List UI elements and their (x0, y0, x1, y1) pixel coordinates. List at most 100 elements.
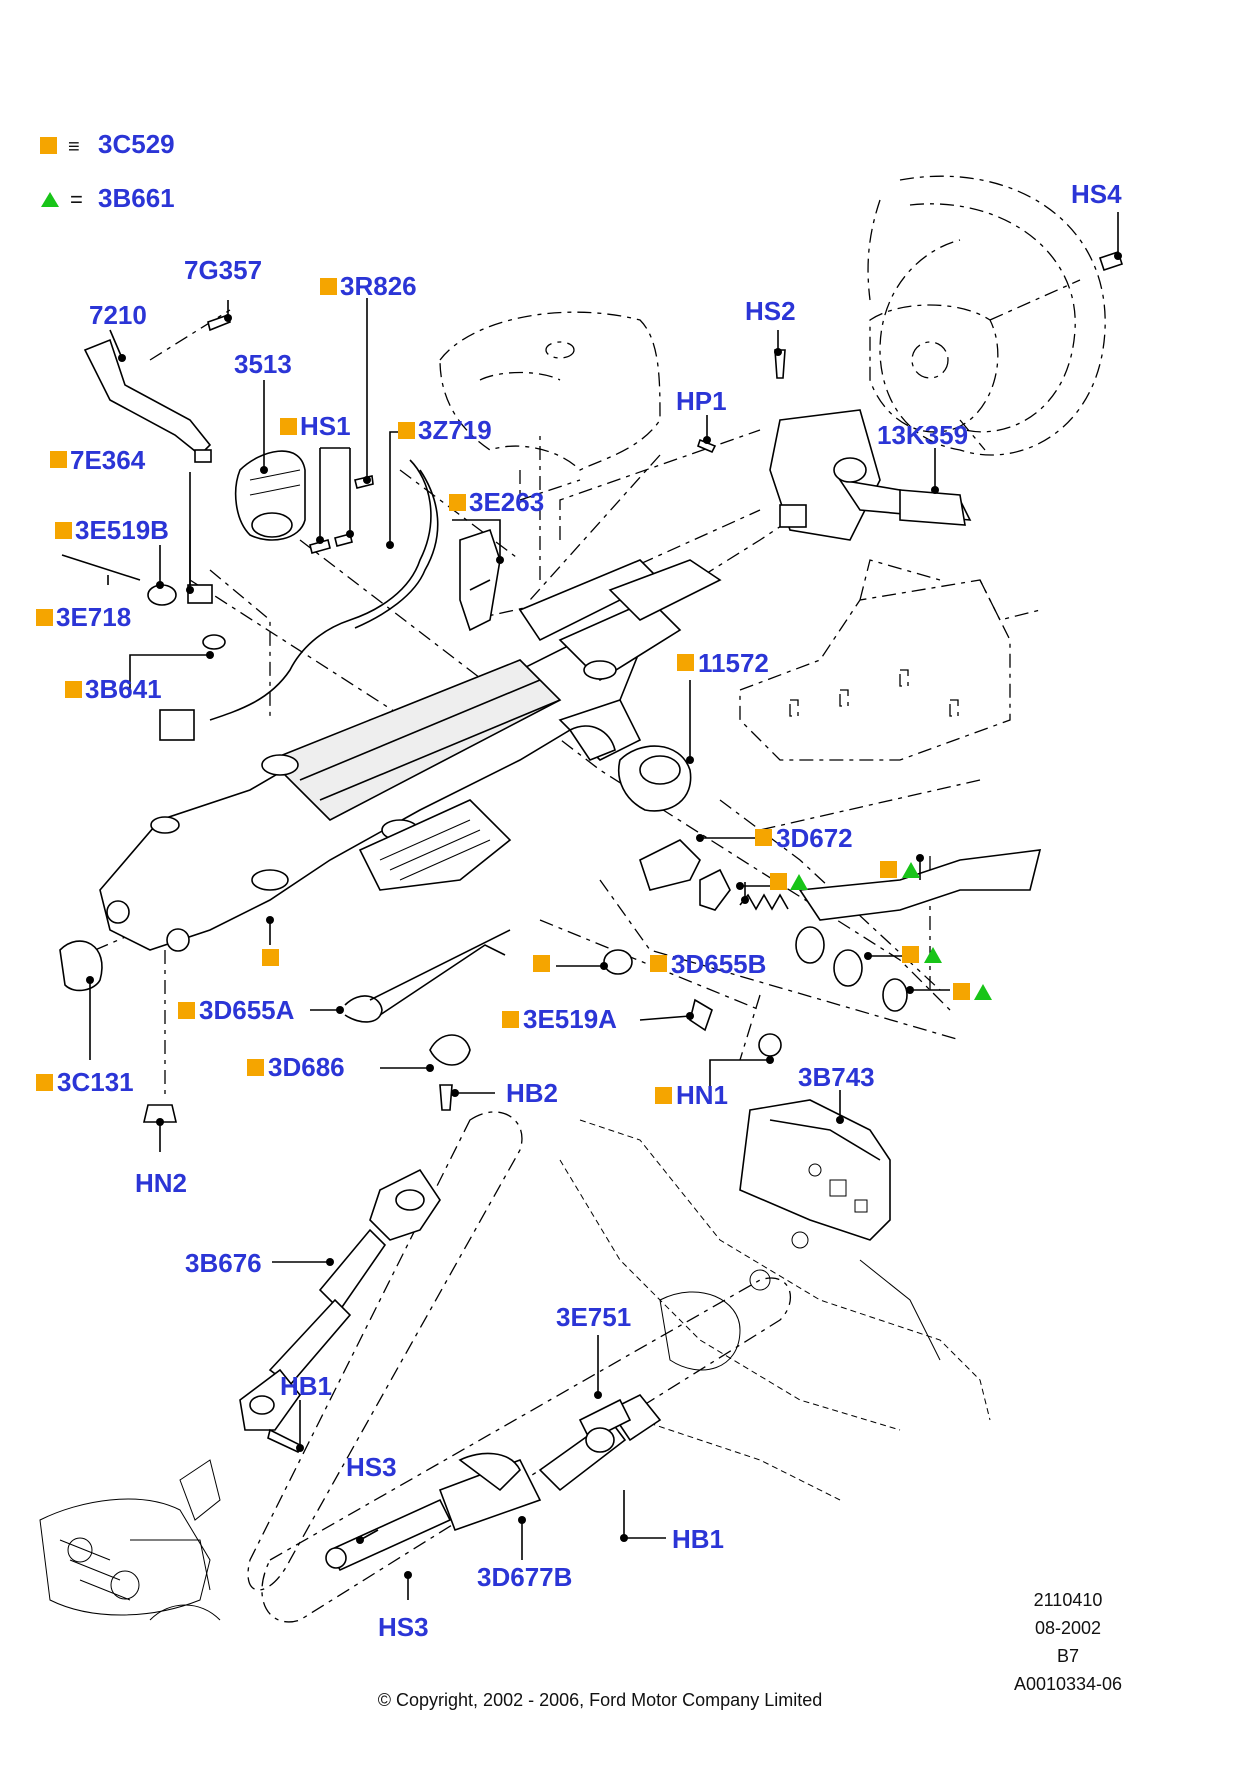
triangle-marker-icon (974, 984, 992, 1000)
legend-code: 3C529 (98, 129, 175, 159)
drawing-reference: A0010334-06 (1014, 1674, 1122, 1694)
square-marker-icon (320, 278, 337, 295)
spring-arm (379, 944, 506, 1016)
bracket-3e263 (459, 528, 501, 632)
part-label-hs3: HS3 (346, 1452, 397, 1482)
square-marker-icon (449, 494, 466, 511)
square-marker-icon (655, 1087, 672, 1104)
spring-3d655a (344, 995, 383, 1023)
part-label-3b743: 3B743 (798, 1062, 875, 1092)
drawing-date: 08-2002 (1035, 1618, 1101, 1638)
part-label-3e519b: 3E519B (75, 515, 169, 545)
nut-hn1 (758, 1033, 782, 1057)
square-marker-icon (40, 137, 57, 154)
ignition-lock-housing (568, 725, 692, 812)
part-label-hb1: HB1 (672, 1524, 724, 1554)
part-label-hn2: HN2 (135, 1168, 187, 1198)
lower-shroud-outline (739, 559, 1041, 761)
square-marker-icon (262, 949, 279, 966)
square-marker-icon (533, 955, 550, 972)
square-marker-icon (55, 522, 72, 539)
bearing-3c131 (59, 940, 103, 992)
legend: ≡ 3C529 = 3B661 (40, 129, 175, 213)
square-marker-icon (247, 1059, 264, 1076)
part-label-7g357: 7G357 (184, 255, 262, 285)
markers (36, 278, 992, 1104)
part-label-3z719: 3Z719 (418, 415, 492, 445)
square-marker-icon (770, 873, 787, 890)
part-label-hn1: HN1 (676, 1080, 728, 1110)
washer (795, 926, 825, 964)
drawing-revision: B7 (1057, 1646, 1079, 1666)
square-marker-icon (50, 451, 67, 468)
part-label-3d672: 3D672 (776, 823, 853, 853)
square-marker-icon (178, 1002, 195, 1019)
part-label-3e519a: 3E519A (523, 1004, 617, 1034)
wiring-harness (159, 459, 439, 741)
part-label-hs2: HS2 (745, 296, 796, 326)
steering-rack-outline (39, 1459, 221, 1621)
square-marker-icon (677, 654, 694, 671)
square-marker-icon (902, 946, 919, 963)
spring-3d655b (739, 893, 789, 911)
bulkhead-outline (559, 1119, 991, 1501)
part-label-3d655a: 3D655A (199, 995, 295, 1025)
part-label-hs1: HS1 (300, 411, 351, 441)
part-label-hs3: HS3 (378, 1612, 429, 1642)
fasteners (59, 250, 1124, 1123)
part-label-11572: 11572 (698, 648, 769, 678)
nut-hn2 (142, 1104, 178, 1123)
square-marker-icon (650, 955, 667, 972)
part-label-hs4: HS4 (1071, 179, 1122, 209)
legend-operator: ≡ (68, 136, 80, 158)
triangle-marker-icon (924, 947, 942, 963)
triangle-marker-icon (790, 874, 808, 890)
multifunction-switch (769, 409, 972, 541)
upper-shroud-outline (439, 311, 661, 501)
square-marker-icon (36, 609, 53, 626)
lower-shaft-assembly (261, 1277, 791, 1623)
shift-lever (83, 338, 212, 463)
spring-arm (369, 929, 511, 1001)
square-marker-icon (953, 983, 970, 1000)
square-marker-icon (880, 861, 897, 878)
part-label-3d655b: 3D655B (671, 949, 766, 979)
pin-3e718 (61, 554, 141, 581)
square-marker-icon (755, 829, 772, 846)
washer-3b641 (202, 634, 226, 650)
bushing-3d686 (429, 1034, 471, 1066)
part-labels: 7G357 7210 3513 3R826 HS1 3Z719 7E364 3E… (56, 179, 1122, 1642)
part-label-hb2: HB2 (506, 1078, 558, 1108)
legend-code: 3B661 (98, 183, 175, 213)
cam-part (699, 868, 731, 911)
square-marker-icon (398, 422, 415, 439)
part-label-3c131: 3C131 (57, 1067, 134, 1097)
leader-lines (86, 212, 1122, 1600)
part-label-3d677b: 3D677B (477, 1562, 572, 1592)
part-label-hb1: HB1 (280, 1371, 332, 1401)
part-label-3e718: 3E718 (56, 602, 131, 632)
part-label-3e751: 3E751 (556, 1302, 631, 1332)
washer (603, 949, 633, 975)
screw-hs2 (774, 349, 786, 379)
legend-operator: = (70, 187, 83, 212)
part-label-3b641: 3B641 (85, 674, 162, 704)
part-label-3e263: 3E263 (469, 487, 544, 517)
part-label-3b676: 3B676 (185, 1248, 262, 1278)
part-label-13k359: 13K359 (877, 420, 968, 450)
part-label-3d686: 3D686 (268, 1052, 345, 1082)
square-marker-icon (502, 1011, 519, 1028)
square-marker-icon (280, 418, 297, 435)
part-label-3r826: 3R826 (340, 271, 417, 301)
part-label-7210: 7210 (89, 300, 147, 330)
part-label-hp1: HP1 (676, 386, 727, 416)
part-label-7e364: 7E364 (70, 445, 146, 475)
ignition-switch (234, 450, 306, 541)
triangle-marker-icon (902, 862, 920, 878)
bolt-hb2 (439, 1084, 453, 1111)
square-marker-icon (36, 1074, 53, 1091)
drawing-info-block: 2110410 08-2002 B7 A0010334-06 © Copyrig… (378, 1590, 1122, 1710)
steering-column-body (99, 559, 722, 952)
screw-hp1 (697, 438, 717, 454)
